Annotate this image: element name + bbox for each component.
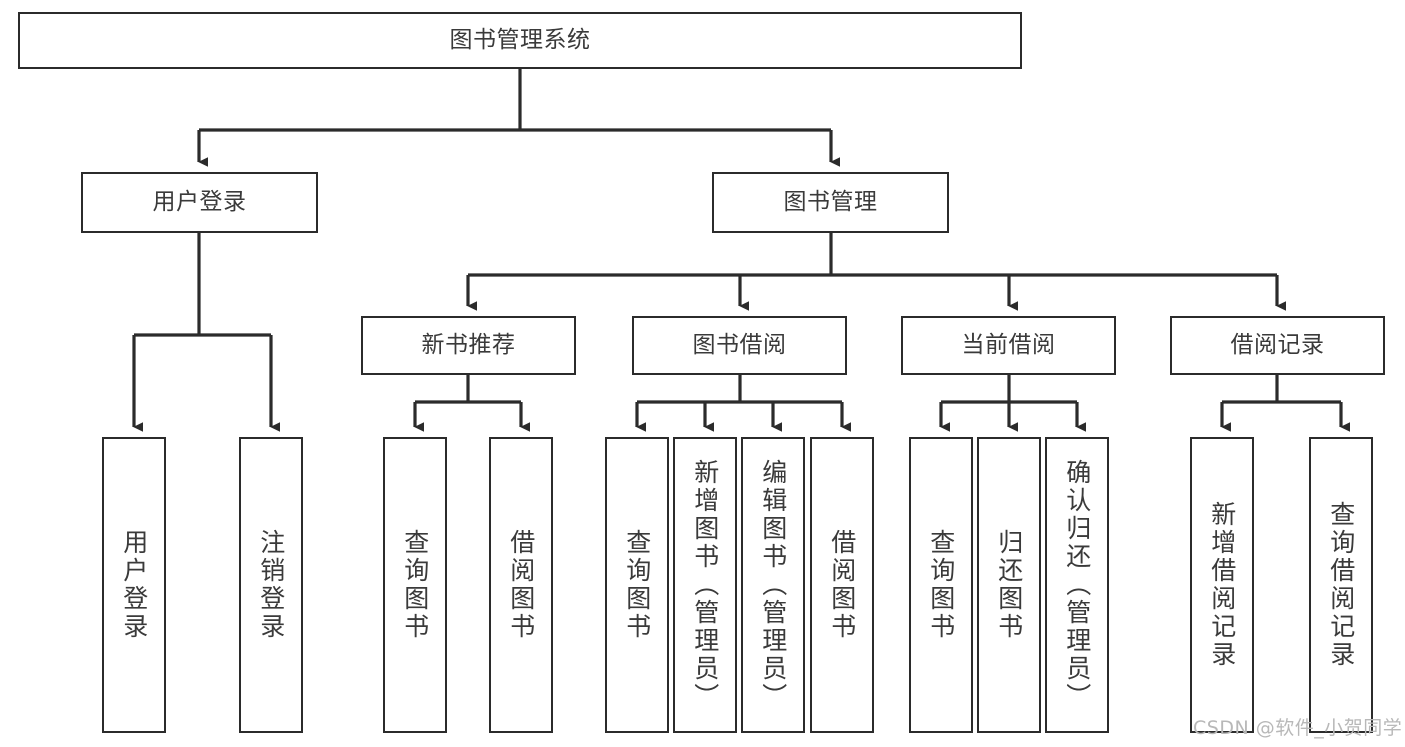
node-root-system[interactable]: 图书管理系统 [18,12,1022,69]
node-leaf-user-login[interactable]: 用户登录 [102,437,166,733]
csdn-watermark: CSDN @软件_小贺同学 [1193,717,1403,739]
node-current-borrow[interactable]: 当前借阅 [901,316,1116,375]
node-leaf-confirm-return[interactable]: 确认归还（管理员） [1045,437,1109,733]
node-label: 用户登录 [152,188,247,215]
node-label: 确认归还（管理员） [1062,459,1092,711]
node-label: 图书借阅 [692,331,787,358]
node-leaf-return-book[interactable]: 归还图书 [977,437,1041,733]
node-label: 编辑图书（管理员） [758,459,788,711]
node-book-borrow[interactable]: 图书借阅 [632,316,847,375]
node-leaf-query-book-2[interactable]: 查询图书 [605,437,669,733]
node-label: 查询图书 [926,529,956,641]
node-leaf-borrow-book-2[interactable]: 借阅图书 [810,437,874,733]
node-label: 图书管理 [783,188,878,215]
node-label: 注销登录 [256,529,286,641]
node-label: 新增图书（管理员） [690,459,720,711]
node-label: 图书管理系统 [449,26,591,53]
node-label: 查询图书 [622,529,652,641]
node-leaf-add-record[interactable]: 新增借阅记录 [1190,437,1254,733]
node-leaf-add-book[interactable]: 新增图书（管理员） [673,437,737,733]
node-leaf-edit-book[interactable]: 编辑图书（管理员） [741,437,805,733]
node-label: 归还图书 [994,529,1024,641]
node-label: 查询借阅记录 [1326,501,1356,669]
node-leaf-borrow-book-1[interactable]: 借阅图书 [489,437,553,733]
node-label: 新书推荐 [421,331,516,358]
node-label: 用户登录 [119,529,149,641]
node-leaf-query-book-3[interactable]: 查询图书 [909,437,973,733]
node-label: 借阅记录 [1230,331,1325,358]
node-label: 当前借阅 [961,331,1056,358]
node-leaf-logout-login[interactable]: 注销登录 [239,437,303,733]
node-new-book-recommend[interactable]: 新书推荐 [361,316,576,375]
node-label: 借阅图书 [827,529,857,641]
node-leaf-query-book-1[interactable]: 查询图书 [383,437,447,733]
node-label: 借阅图书 [506,529,536,641]
node-book-manage[interactable]: 图书管理 [712,172,949,233]
node-leaf-query-record[interactable]: 查询借阅记录 [1309,437,1373,733]
node-label: 查询图书 [400,529,430,641]
node-label: 新增借阅记录 [1207,501,1237,669]
node-borrow-record[interactable]: 借阅记录 [1170,316,1385,375]
node-user-login[interactable]: 用户登录 [81,172,318,233]
